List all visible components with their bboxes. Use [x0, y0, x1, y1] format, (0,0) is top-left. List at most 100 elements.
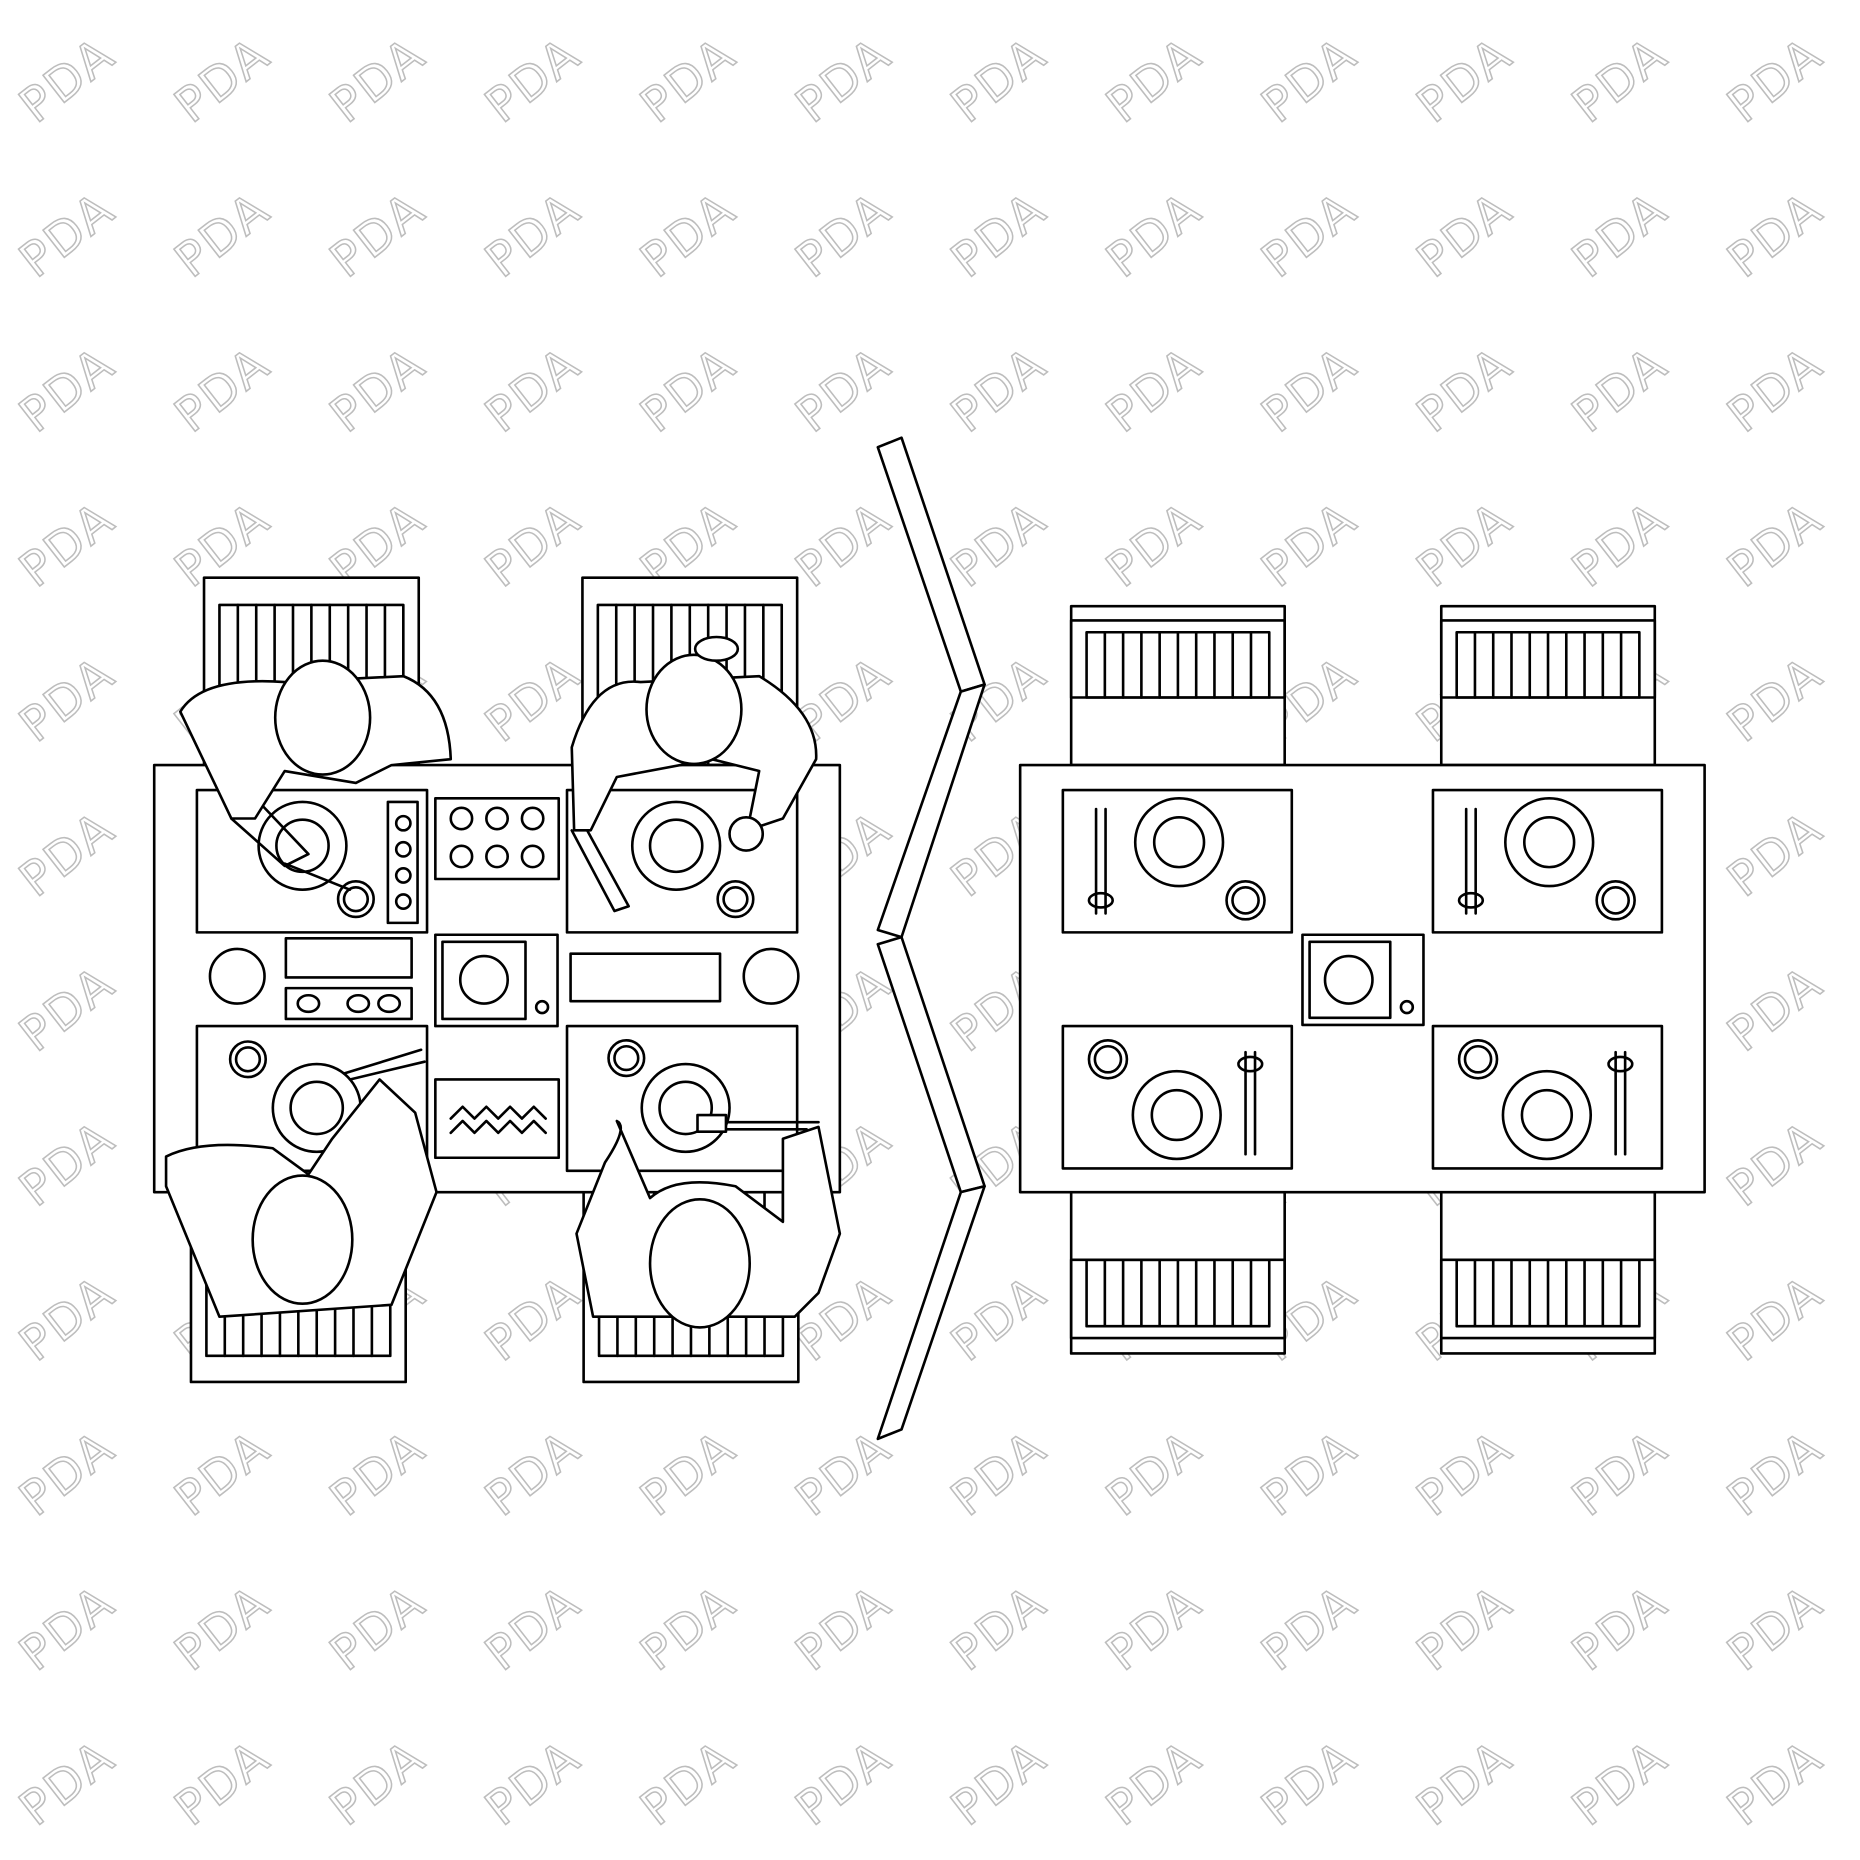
watermark-logo: PDA: [941, 27, 1057, 134]
tabletop-stove: [434, 933, 559, 1028]
watermark-logo: PDA: [631, 336, 747, 443]
diner: [570, 635, 818, 913]
watermark-logo: PDA: [1407, 336, 1523, 443]
watermark-logo: PDA: [631, 1729, 747, 1836]
place-setting: [1061, 788, 1294, 934]
watermark-logo: PDA: [941, 1265, 1057, 1372]
watermark-logo: PDA: [786, 491, 902, 598]
watermark-logo: PDA: [1252, 491, 1368, 598]
chopstick-rest: [1237, 1055, 1264, 1073]
watermark-logo: PDA: [10, 955, 126, 1062]
watermark-logo: PDA: [1407, 27, 1523, 134]
watermark-logo: PDA: [320, 27, 436, 134]
watermark-logo: PDA: [1097, 491, 1213, 598]
diner: [179, 659, 453, 891]
watermark-logo: PDA: [1252, 1575, 1368, 1682]
sushi-tray: [284, 936, 413, 1021]
plate: [640, 1062, 731, 1154]
watermark-logo: PDA: [786, 1575, 902, 1682]
watermark-logo: PDA: [1252, 181, 1368, 288]
diner: [164, 1048, 438, 1319]
place-mat: [565, 1024, 799, 1173]
watermark-logo: PDA: [10, 491, 126, 598]
watermark-logo: PDA: [165, 336, 281, 443]
watermark-logo: PDA: [941, 181, 1057, 288]
watermark-logo: PDA: [320, 181, 436, 288]
watermark-logo: PDA: [786, 27, 902, 134]
watermark-logo: PDA: [165, 1575, 281, 1682]
watermark-logo: PDA: [631, 181, 747, 288]
watermark-logo: PDA: [320, 1729, 436, 1836]
watermark-logo: PDA: [1562, 1420, 1678, 1527]
watermark-logo: PDA: [631, 1575, 747, 1682]
place-setting: [1431, 788, 1664, 934]
watermark-logo: PDA: [1097, 1420, 1213, 1527]
watermark-logo: PDA: [1407, 181, 1523, 288]
watermark-logo: PDA: [10, 801, 126, 908]
watermark-logo: PDA: [1718, 955, 1834, 1062]
watermark-logo: PDA: [320, 1575, 436, 1682]
watermark-logo: PDA: [476, 1265, 592, 1372]
watermark-logo: PDA: [1718, 801, 1834, 908]
watermark-logo: PDA: [786, 336, 902, 443]
watermark-logo: PDA: [941, 1420, 1057, 1527]
watermark-logo: PDA: [10, 1420, 126, 1527]
watermark-logo: PDA: [1252, 1420, 1368, 1527]
watermark-logo: PDA: [10, 181, 126, 288]
plate: [630, 800, 722, 891]
watermark-logo: PDA: [10, 27, 126, 134]
empty-table-group: [1018, 604, 1706, 1355]
watermark-logo: PDA: [1097, 1729, 1213, 1836]
watermark-logo: PDA: [941, 491, 1057, 598]
watermark-logo: PDA: [1097, 1575, 1213, 1682]
watermark-logo: PDA: [476, 336, 592, 443]
watermark-logo: PDA: [476, 491, 592, 598]
watermark-logo: PDA: [941, 1729, 1057, 1836]
rice-dish: [208, 947, 266, 1005]
watermark-logo: PDA: [165, 181, 281, 288]
watermark-logo: PDA: [786, 181, 902, 288]
bowl: [336, 880, 375, 919]
dining-table: [1018, 763, 1706, 1194]
diner: [575, 1113, 842, 1329]
watermark-logo: PDA: [786, 1729, 902, 1836]
place-mat: [195, 788, 429, 934]
watermark-logo: PDA: [10, 646, 126, 753]
occupied-table-group: [152, 576, 842, 1384]
watermark-logo: PDA: [1718, 1420, 1834, 1527]
watermark-logo: PDA: [10, 1729, 126, 1836]
watermark-logo: PDA: [1562, 181, 1678, 288]
watermark-logo: PDA: [165, 27, 281, 134]
watermark-logo: PDA: [1407, 1420, 1523, 1527]
watermark-logo: PDA: [10, 1110, 126, 1217]
watermark-logo: PDA: [320, 1420, 436, 1527]
folding-screen-partition: [876, 436, 986, 1441]
watermark-logo: PDA: [165, 1729, 281, 1836]
watermark-logo: PDA: [1718, 1265, 1834, 1372]
watermark-logo: PDA: [1562, 1729, 1678, 1836]
watermark-logo: PDA: [476, 1420, 592, 1527]
bowl: [228, 1040, 268, 1079]
watermark-logo: PDA: [1718, 491, 1834, 598]
watermark-logo: PDA: [1562, 491, 1678, 598]
watermark-logo: PDA: [631, 1420, 747, 1527]
watermark-logo: PDA: [1718, 27, 1834, 134]
dumpling-tray: [434, 797, 561, 881]
watermark-logo: PDA: [1562, 1575, 1678, 1682]
watermark-logo: PDA: [1252, 1729, 1368, 1836]
sauce-tray: [386, 800, 419, 925]
watermark-logo: PDA: [631, 27, 747, 134]
watermark-logo: PDA: [10, 336, 126, 443]
watermark-logo: PDA: [1718, 336, 1834, 443]
watermark-logo: PDA: [1407, 1729, 1523, 1836]
watermark-logo: PDA: [1718, 181, 1834, 288]
watermark-logo: PDA: [1562, 27, 1678, 134]
chopstick-rest: [1457, 891, 1485, 909]
watermark-logo: PDA: [941, 1575, 1057, 1682]
bowl: [607, 1039, 646, 1078]
watermark-logo: PDA: [1407, 491, 1523, 598]
chopstick-rest: [1087, 891, 1114, 909]
watermark-logo: PDA: [1097, 181, 1213, 288]
tabletop-stove: [1301, 933, 1425, 1027]
watermark-logo: PDA: [1097, 27, 1213, 134]
